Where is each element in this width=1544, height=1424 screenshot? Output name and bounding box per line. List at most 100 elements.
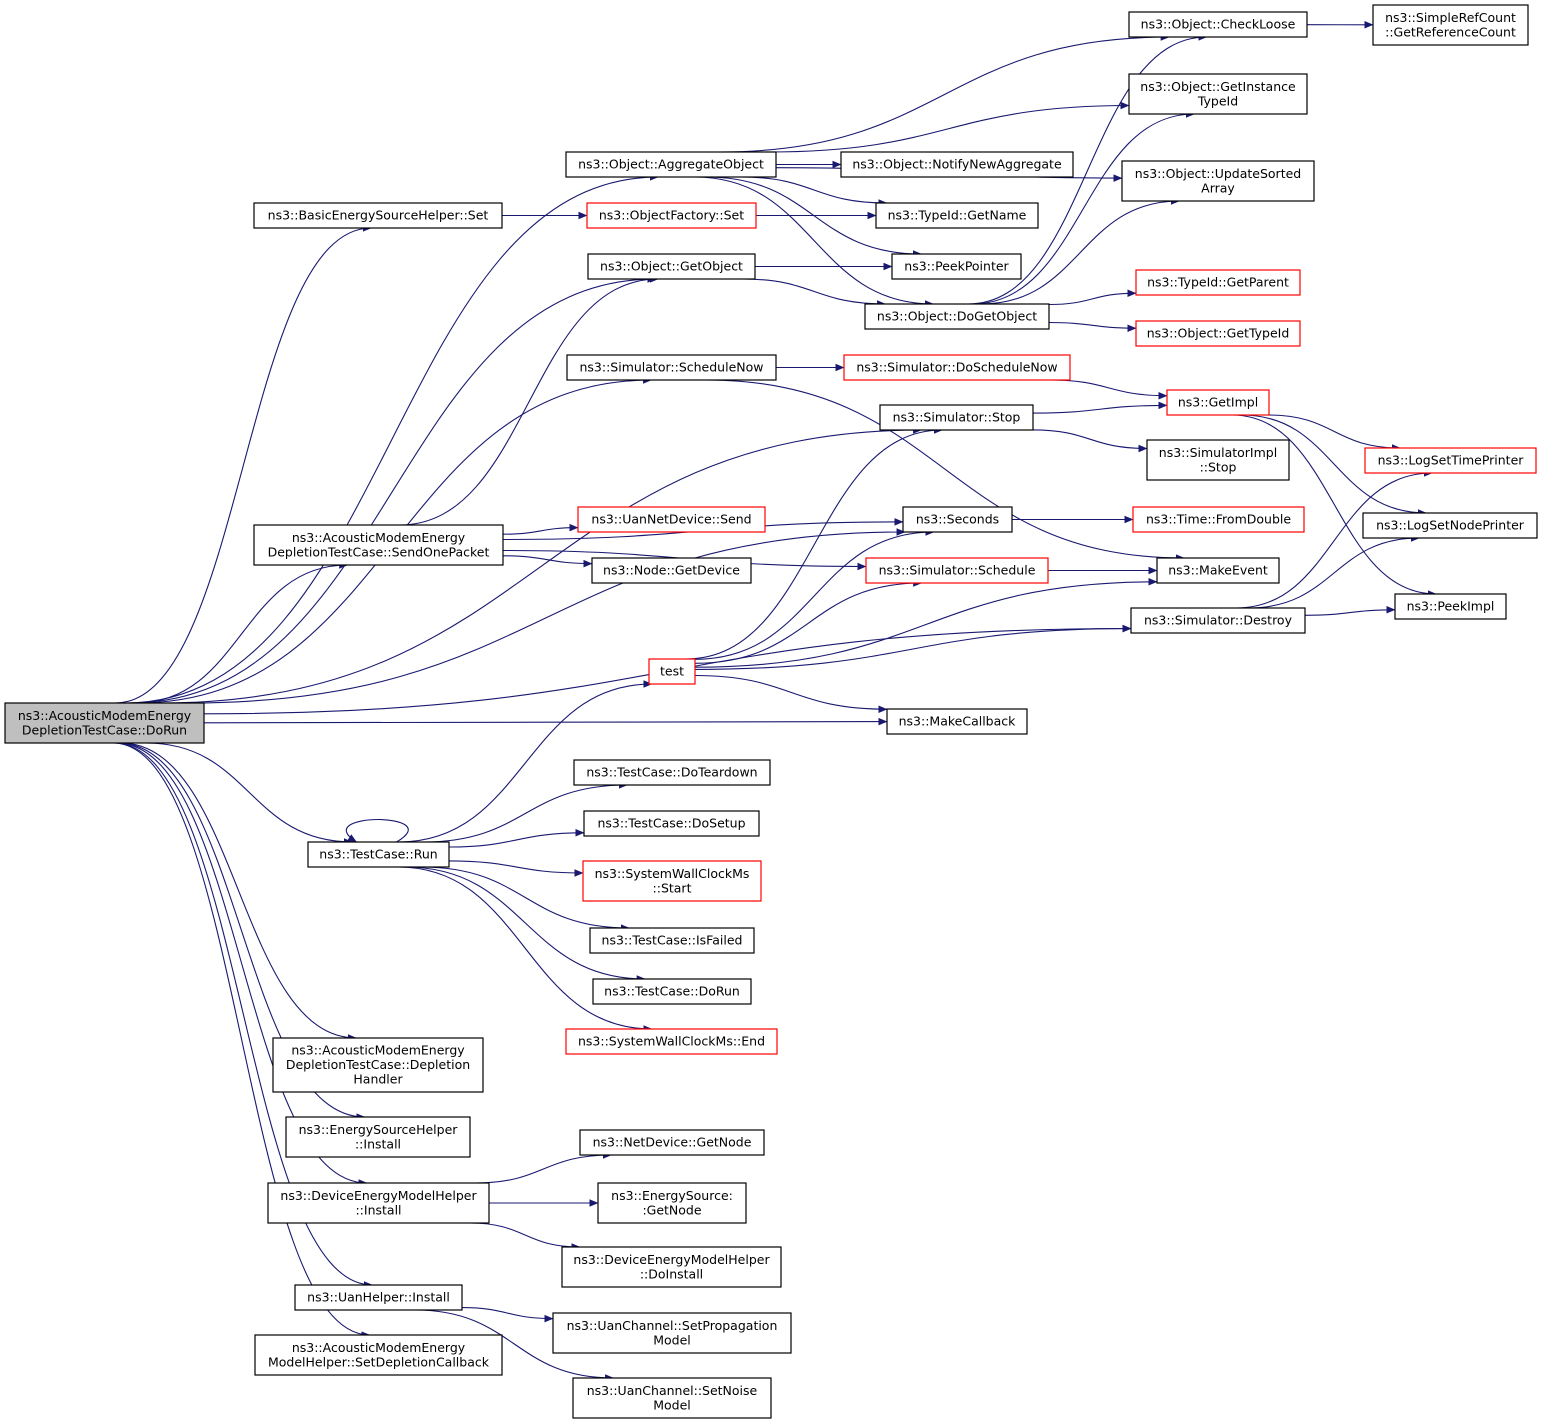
node-logsetnodeprinter[interactable]: ns3::LogSetNodePrinter — [1362, 512, 1538, 539]
node-typeid_getparent[interactable]: ns3::TypeId::GetParent — [1135, 269, 1301, 296]
node-dorun[interactable]: ns3::AcousticModemEnergyDepletionTestCas… — [4, 702, 205, 744]
node-label: DepletionTestCase::SendOnePacket — [268, 544, 490, 559]
node-label: :GetNode — [642, 1202, 701, 1217]
node-uanhelper_install[interactable]: ns3::UanHelper::Install — [294, 1284, 463, 1311]
node-label: ns3::TestCase::DoRun — [604, 984, 740, 999]
node-tc_dosetup[interactable]: ns3::TestCase::DoSetup — [583, 810, 760, 837]
edge-tc_run-to-tc_isfailed — [421, 866, 630, 932]
node-label: ns3::Simulator::Stop — [893, 410, 1021, 425]
node-time_fromdouble[interactable]: ns3::Time::FromDouble — [1132, 506, 1305, 533]
node-peekpointer[interactable]: ns3::PeekPointer — [891, 253, 1022, 280]
node-seconds[interactable]: ns3::Seconds — [902, 506, 1013, 533]
edge-tc_run-to-swc_end — [398, 866, 653, 1033]
node-sendonepacket[interactable]: ns3::AcousticModemEnergyDepletionTestCas… — [253, 524, 504, 566]
node-sim_schedule[interactable]: ns3::Simulator::Schedule — [865, 557, 1049, 584]
node-box — [597, 1182, 747, 1224]
node-doschedulenow[interactable]: ns3::Simulator::DoScheduleNow — [843, 354, 1071, 381]
node-makecallback[interactable]: ns3::MakeCallback — [886, 708, 1028, 735]
node-notifynewagg[interactable]: ns3::Object::NotifyNewAggregate — [840, 151, 1074, 178]
node-esh_install[interactable]: ns3::EnergySourceHelper::Install — [285, 1116, 471, 1158]
node-sim_stop[interactable]: ns3::Simulator::Stop — [879, 404, 1034, 431]
node-label: DepletionTestCase::DoRun — [22, 722, 187, 737]
edge-dorun-to-sendonepacket — [135, 561, 349, 704]
node-node_getdevice[interactable]: ns3::Node::GetDevice — [591, 557, 752, 584]
node-logsettimeprinter[interactable]: ns3::LogSetTimePrinter — [1364, 447, 1537, 474]
node-label: ns3::Simulator::ScheduleNow — [579, 360, 763, 375]
edge-test-to-makecallback — [694, 674, 888, 713]
node-box — [875, 202, 1039, 229]
node-box — [1128, 11, 1308, 38]
edge-dorun-to-getobject — [129, 275, 657, 704]
edge-tc_run-to-tc_doteardown — [423, 781, 628, 843]
node-peekimpl[interactable]: ns3::PeekImpl — [1394, 593, 1507, 620]
edge-doschedulenow-to-getimpl — [1050, 379, 1168, 400]
node-box — [583, 810, 760, 837]
node-checkloose[interactable]: ns3::Object::CheckLoose — [1128, 11, 1308, 38]
edge-tc_run-to-tc_dosetup — [448, 829, 585, 848]
node-label: ns3::GetImpl — [1178, 395, 1258, 410]
node-swc_start[interactable]: ns3::SystemWallClockMs::Start — [582, 860, 762, 902]
node-getimpl[interactable]: ns3::GetImpl — [1166, 389, 1270, 416]
node-box — [840, 151, 1074, 178]
node-tc_run[interactable]: ns3::TestCase::Run — [307, 841, 450, 868]
node-label: ns3::TestCase::DoSetup — [597, 816, 745, 831]
node-dogetobject[interactable]: ns3::Object::DoGetObject — [864, 303, 1050, 330]
node-label: ns3::Simulator::Destroy — [1144, 613, 1293, 628]
node-schedulenow[interactable]: ns3::Simulator::ScheduleNow — [566, 354, 777, 381]
edge-dogetobject-to-object_gettypeid — [1048, 321, 1137, 332]
node-label: ::Stop — [1200, 459, 1237, 474]
node-label: ns3::Simulator::Schedule — [879, 563, 1036, 578]
node-amemh_setdepl[interactable]: ns3::AcousticModemEnergyModelHelper::Set… — [254, 1334, 503, 1376]
node-objfactory_set[interactable]: ns3::ObjectFactory::Set — [586, 202, 757, 229]
node-box — [1362, 512, 1538, 539]
node-label: ns3::BasicEnergySourceHelper::Set — [268, 208, 489, 223]
node-energysource_getnode[interactable]: ns3::EnergySource::GetNode — [597, 1182, 747, 1224]
node-simimpl_stop[interactable]: ns3::SimulatorImpl::Stop — [1146, 439, 1290, 481]
node-aggregate[interactable]: ns3::Object::AggregateObject — [565, 151, 777, 178]
edge-dogetobject-to-updatesorted — [981, 197, 1180, 305]
node-label: ns3::Object::CheckLoose — [1141, 17, 1296, 32]
edge-dorun-to-uanhelper_install — [113, 742, 373, 1289]
node-uannetdevice_send[interactable]: ns3::UanNetDevice::Send — [577, 506, 766, 533]
edge-demh_install-to-netdevice_getnode — [475, 1151, 612, 1184]
node-typeid_getname[interactable]: ns3::TypeId::GetName — [875, 202, 1039, 229]
edge-aggregate-to-getinstancetypeid — [767, 101, 1130, 153]
node-box — [1156, 557, 1280, 584]
node-depl_handler[interactable]: ns3::AcousticModemEnergyDepletionTestCas… — [272, 1037, 484, 1093]
node-box — [1121, 160, 1315, 202]
node-box — [1364, 447, 1537, 474]
node-makeevent[interactable]: ns3::MakeEvent — [1156, 557, 1280, 584]
node-label: ns3::UanHelper::Install — [307, 1290, 450, 1305]
edge-demh_install-to-demh_doinstall — [470, 1222, 581, 1251]
node-box — [4, 702, 205, 744]
edge-tc_run-to-test — [398, 680, 653, 843]
node-box — [1130, 607, 1306, 634]
node-getobject[interactable]: ns3::Object::GetObject — [587, 253, 756, 280]
node-tc_isfailed[interactable]: ns3::TestCase::IsFailed — [589, 927, 755, 954]
node-demh_doinstall[interactable]: ns3::DeviceEnergyModelHelper::DoInstall — [561, 1246, 782, 1288]
node-box — [565, 1028, 778, 1055]
node-box — [843, 354, 1071, 381]
node-label: ns3::MakeCallback — [899, 714, 1017, 729]
node-box — [592, 978, 752, 1005]
node-demh_install[interactable]: ns3::DeviceEnergyModelHelper::Install — [267, 1182, 490, 1224]
node-tc_dorun[interactable]: ns3::TestCase::DoRun — [592, 978, 752, 1005]
node-label: ::GetReferenceCount — [1385, 24, 1516, 39]
node-sim_destroy[interactable]: ns3::Simulator::Destroy — [1130, 607, 1306, 634]
node-tc_doteardown[interactable]: ns3::TestCase::DoTeardown — [573, 759, 771, 786]
node-label: ns3::Object::GetObject — [600, 259, 743, 274]
node-label: ns3::MakeEvent — [1168, 563, 1268, 578]
node-box — [552, 1312, 792, 1354]
node-simplerefcount[interactable]: ns3::SimpleRefCount::GetReferenceCount — [1372, 4, 1529, 46]
node-box — [1394, 593, 1507, 620]
node-box — [294, 1284, 463, 1311]
node-besh_set[interactable]: ns3::BasicEnergySourceHelper::Set — [253, 202, 503, 229]
node-swc_end[interactable]: ns3::SystemWallClockMs::End — [565, 1028, 778, 1055]
node-test[interactable]: test — [648, 658, 696, 685]
node-object_gettypeid[interactable]: ns3::Object::GetTypeId — [1135, 320, 1301, 347]
node-netdevice_getnode[interactable]: ns3::NetDevice::GetNode — [579, 1129, 765, 1156]
